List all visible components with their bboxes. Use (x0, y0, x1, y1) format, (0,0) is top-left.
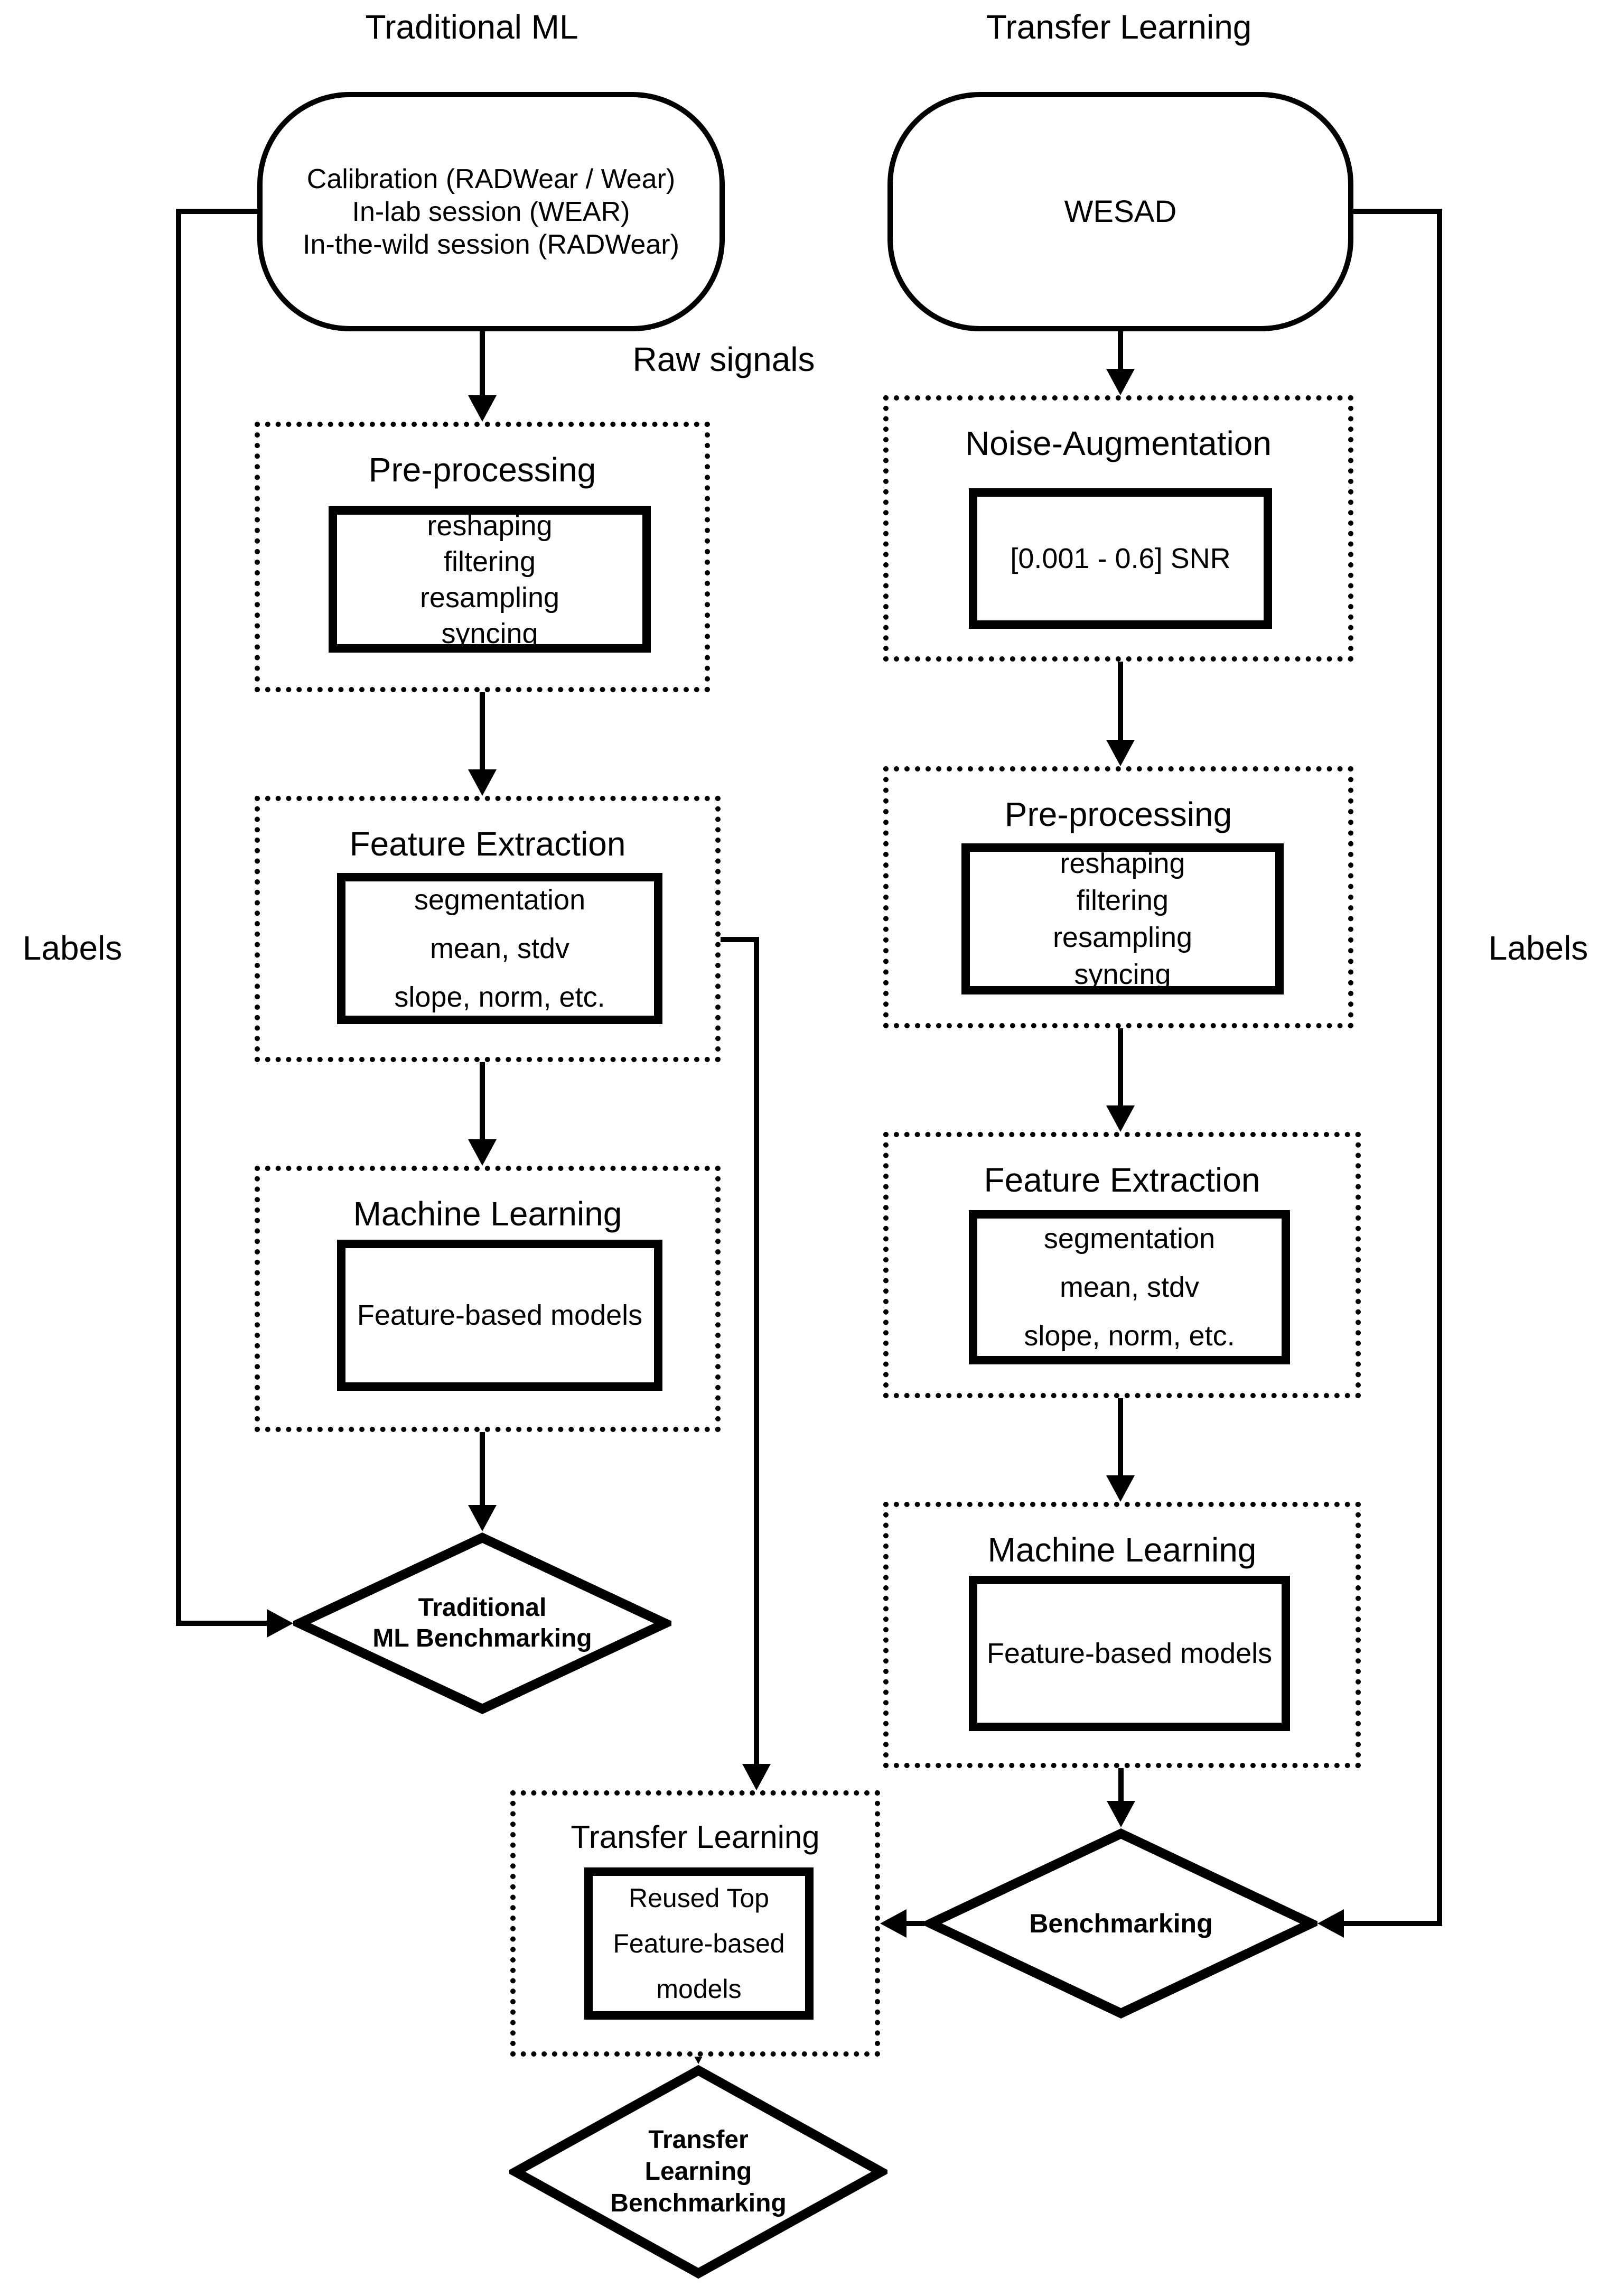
process-left-machine-learning-details: Feature-based models (357, 1299, 643, 1331)
process-left-machine-learning: Machine Learning Feature-based models (255, 1166, 721, 1432)
arrowhead-down-icon (468, 769, 497, 796)
process-right-feature-extraction-title: Feature Extraction (984, 1161, 1260, 1199)
edge-labels-left (176, 209, 269, 1626)
process-noise-augmentation: Noise-Augmentation [0.001 - 0.6] SNR (883, 395, 1353, 662)
process-left-preprocessing: Pre-processing reshaping filtering resam… (255, 422, 710, 692)
column-title-transfer-learning: Transfer Learning (986, 8, 1252, 46)
raw-signals-label: Raw signals (632, 340, 815, 378)
process-left-feature-extraction-title: Feature Extraction (349, 825, 626, 863)
labels-label-right: Labels (1488, 929, 1588, 967)
process-right-preprocessing-details: reshaping filtering resampling syncing (1052, 848, 1193, 990)
process-left-preprocessing-details: reshaping filtering resampling syncing (419, 509, 560, 649)
source-node-radwear-wear: Calibration (RADWear / Wear) In-lab sess… (257, 92, 725, 331)
process-left-feature-extraction: Feature Extraction segmentation mean, st… (255, 796, 721, 1062)
arrowhead-down-icon (468, 1139, 497, 1166)
process-right-preprocessing: Pre-processing reshaping filtering resam… (883, 766, 1353, 1028)
decision-transfer-learning-benchmarking-text: Transfer Learning Benchmarking (610, 2126, 787, 2217)
arrowhead-down-icon (1106, 740, 1135, 766)
arrowhead-down-icon (468, 395, 497, 422)
process-right-machine-learning-details: Feature-based models (986, 1638, 1273, 1669)
process-noise-augmentation-title: Noise-Augmentation (965, 424, 1272, 462)
arrowhead-down-icon (1106, 1475, 1135, 1502)
process-right-machine-learning-title: Machine Learning (987, 1531, 1257, 1569)
arrowhead-right-icon (267, 1609, 293, 1638)
diamond-shape-icon (293, 1532, 671, 1714)
decision-benchmarking-text: Benchmarking (1029, 1909, 1213, 1938)
source-node-wesad-text: WESAD (1064, 194, 1177, 229)
arrowhead-down-icon (1106, 369, 1135, 395)
arrowhead-down-icon (742, 1764, 771, 1790)
arrowhead-down-icon (468, 1505, 497, 1531)
diamond-shape-icon (509, 2065, 887, 2279)
arrowhead-left-icon (1317, 1909, 1344, 1938)
arrowhead-down-icon (1106, 1105, 1135, 1132)
process-transfer-learning-title: Transfer Learning (571, 1819, 820, 1855)
process-right-feature-extraction-details: segmentation mean, stdv slope, norm, etc… (1024, 1223, 1235, 1352)
edge-labels-right (1342, 209, 1442, 1926)
arrowhead-left-icon (880, 1909, 907, 1938)
arrowhead-down-icon (1107, 1801, 1135, 1827)
diamond-shape-icon (924, 1828, 1317, 2019)
process-right-preprocessing-title: Pre-processing (1004, 795, 1232, 833)
process-transfer-learning-details: Reused Top Feature-based models (613, 1883, 785, 2004)
column-title-traditional-ml: Traditional ML (365, 8, 578, 46)
source-node-radwear-wear-text: Calibration (RADWear / Wear) In-lab sess… (303, 163, 679, 260)
process-left-feature-extraction-details: segmentation mean, stdv slope, norm, etc… (394, 884, 605, 1013)
process-transfer-learning: Transfer Learning Reused Top Feature-bas… (510, 1790, 880, 2057)
decision-transfer-learning-benchmarking: Transfer Learning Benchmarking (509, 2064, 887, 2280)
decision-benchmarking: Benchmarking (924, 1827, 1317, 2020)
decision-traditional-ml-benchmarking: Traditional ML Benchmarking (293, 1531, 671, 1715)
process-left-preprocessing-title: Pre-processing (368, 451, 596, 489)
process-right-feature-extraction: Feature Extraction segmentation mean, st… (883, 1132, 1361, 1398)
edge-lfe-to-transferlearning (721, 937, 759, 1766)
process-left-machine-learning-title: Machine Learning (353, 1195, 622, 1233)
process-right-machine-learning: Machine Learning Feature-based models (883, 1502, 1361, 1768)
process-noise-augmentation-details: [0.001 - 0.6] SNR (1010, 543, 1231, 574)
labels-label-left: Labels (22, 929, 123, 967)
decision-traditional-ml-benchmarking-text: Traditional ML Benchmarking (372, 1594, 592, 1652)
source-node-wesad: WESAD (887, 92, 1353, 331)
